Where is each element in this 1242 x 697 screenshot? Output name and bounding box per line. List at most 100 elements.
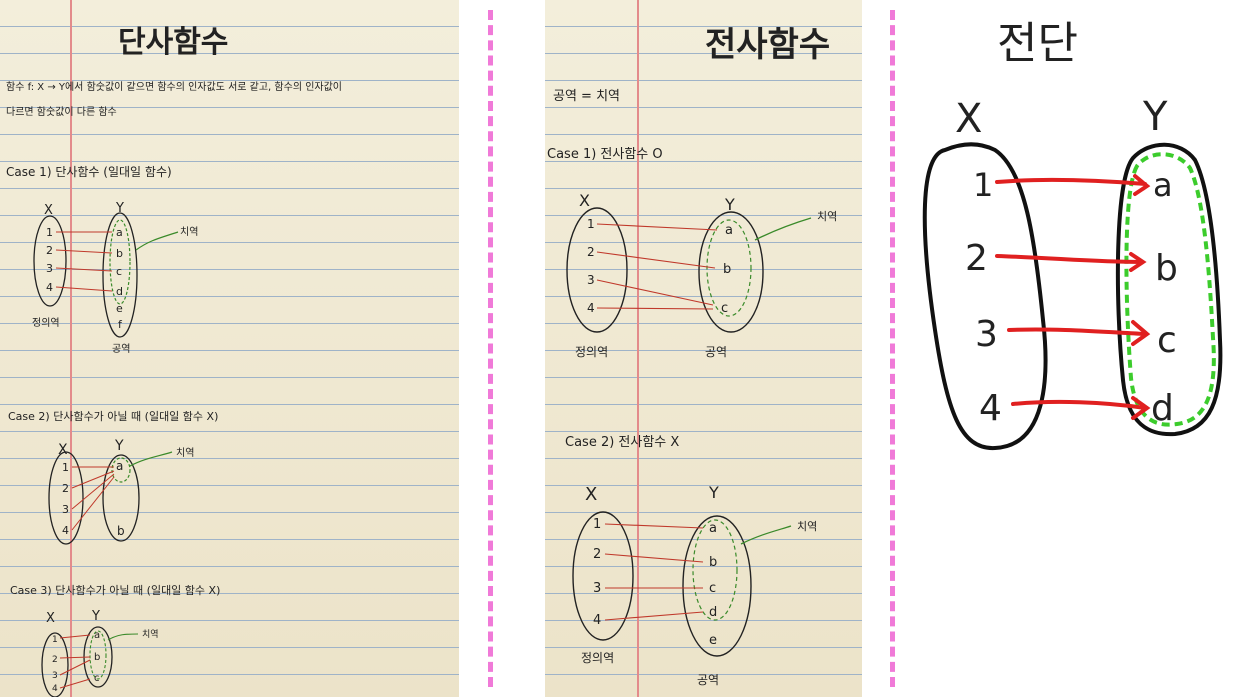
case2-range-oval [111,457,131,483]
surjective-case2-codomain-elements: a b c d e [709,521,717,648]
surjective-case2-x-label: X [585,484,597,505]
pink-separator-right [890,10,895,687]
arrowhead [1129,252,1147,272]
surjective-case2-range-pointer [740,525,792,545]
domain-element: 2 [62,482,69,495]
codomain-element: a [1153,166,1173,204]
surjective-case1-range-oval [706,219,752,317]
surjective-case2-y-label: Y [708,483,719,502]
codomain-element: e [116,302,123,315]
domain-element: 1 [593,517,601,532]
injective-notes-drawing: 단사함수 함수 f: X → Y에서 함숫값이 같으면 함수의 인자값도 서로 … [6,25,342,697]
injective-definition-line1: 함수 f: X → Y에서 함숫값이 같으면 함수의 인자값도 서로 같고, 함… [6,81,342,93]
case3-y-label: Y [91,609,100,624]
codomain-element: f [118,318,123,331]
case3-range-oval [89,630,107,680]
case3-heading: Case 3) 단사함수가 아닐 때 (일대일 함수 X) [10,583,220,597]
domain-element: 3 [46,262,53,275]
case2-domain-oval [48,451,84,545]
case1-heading: Case 1) 단사함수 (일대일 함수) [6,165,172,179]
domain-element: 4 [46,281,53,294]
codomain-element: b [723,262,731,277]
case1-x-label: X [44,203,53,218]
surjective-title: 전사함수 [705,25,830,65]
case1-range-pointer [135,231,179,251]
codomain-element: d [709,605,717,620]
surjective-case2-heading: Case 2) 전사함수 X [565,435,679,450]
case1-domain-elements: 1 2 3 4 [46,226,53,294]
page-margin-line [637,0,639,697]
mapping-arrow [995,177,1147,186]
bijection-x-label: X [955,96,982,142]
case3-domain-oval [41,632,69,697]
arrowhead [1131,396,1151,420]
domain-element: 2 [965,238,988,279]
codomain-element: c [1157,320,1177,361]
bijection-title: 전단 [997,18,1078,69]
codomain-element: b [709,555,717,570]
domain-element: 2 [46,244,53,257]
injective-title: 단사함수 [118,25,228,60]
codomain-element: d [116,285,123,298]
domain-element: 4 [587,301,595,315]
domain-element: 2 [593,547,601,562]
case2-y-label: Y [114,438,124,454]
surjective-case1-codomain-oval [698,211,764,333]
domain-element: 3 [593,581,601,596]
case3-mapping-arrows [59,634,91,689]
case2-range-label: 치역 [176,447,194,459]
surjective-case1-domain-oval [566,207,628,333]
domain-element: 4 [979,388,1002,429]
surjective-case1-mapping-arrows [596,223,718,310]
domain-element: 2 [587,245,595,259]
case3-range-label: 치역 [142,628,159,640]
codomain-element: a [94,630,100,641]
surjective-case2-mapping-arrows [604,523,704,621]
domain-element: 1 [62,461,69,474]
mapping-arrow [1007,327,1147,336]
case1-range-oval [109,219,131,305]
bijection-y-label: Y [1142,94,1168,140]
surjective-notebook-page: 전사함수 공역 = 치역 Case 1) 전사함수 O X Y 1 2 3 4 … [545,0,862,697]
codomain-element: c [94,673,100,684]
bijection-panel: 전단 X Y 1 2 3 4 a b c d [905,0,1242,697]
codomain-element: b [117,524,125,538]
case3-codomain-elements: a b c [94,630,100,684]
case1-codomain-label: 공역 [112,343,130,355]
domain-element: 4 [62,524,69,537]
surjective-notes-drawing: 전사함수 공역 = 치역 Case 1) 전사함수 O X Y 1 2 3 4 … [547,25,837,687]
domain-element: 2 [52,655,58,665]
codomain-element: c [721,301,728,316]
codomain-element: e [709,633,717,648]
case2-codomain-oval [102,454,140,542]
case1-mapping-arrows [55,231,113,292]
codomain-element: b [116,247,123,260]
bijection-codomain-oval [1115,142,1223,437]
page-margin-line [70,0,72,697]
codomain-element: a [725,223,733,238]
arrowhead [1131,320,1151,346]
surjective-definition: 공역 = 치역 [553,89,620,104]
surjective-case1-domain-label: 정의역 [575,345,608,359]
case3-x-label: X [46,611,55,626]
codomain-element: b [1155,248,1178,289]
case2-heading: Case 2) 단사함수가 아닐 때 (일대일 함수 X) [8,409,218,423]
bijection-domain-oval [922,142,1048,451]
case2-codomain-elements: a b [116,459,125,538]
case2-domain-elements: 1 2 3 4 [62,461,69,537]
case1-y-label: Y [115,201,124,216]
bijection-domain-elements: 1 2 3 4 [965,166,1002,429]
surjective-case2-codomain-label: 공역 [697,673,719,687]
codomain-element: a [116,459,123,473]
domain-element: 3 [52,671,58,681]
surjective-case1-codomain-elements: a b c [721,223,733,316]
case1-range-label: 치역 [180,226,198,238]
codomain-element: b [94,652,100,663]
codomain-element: c [709,581,716,596]
bijection-codomain-elements: a b c d [1151,166,1178,429]
bijection-range-oval [1124,152,1216,427]
domain-element: 1 [973,166,993,204]
case3-domain-elements: 1 2 3 4 [52,635,58,694]
codomain-element: a [709,521,717,536]
surjective-case1-domain-elements: 1 2 3 4 [587,217,595,315]
